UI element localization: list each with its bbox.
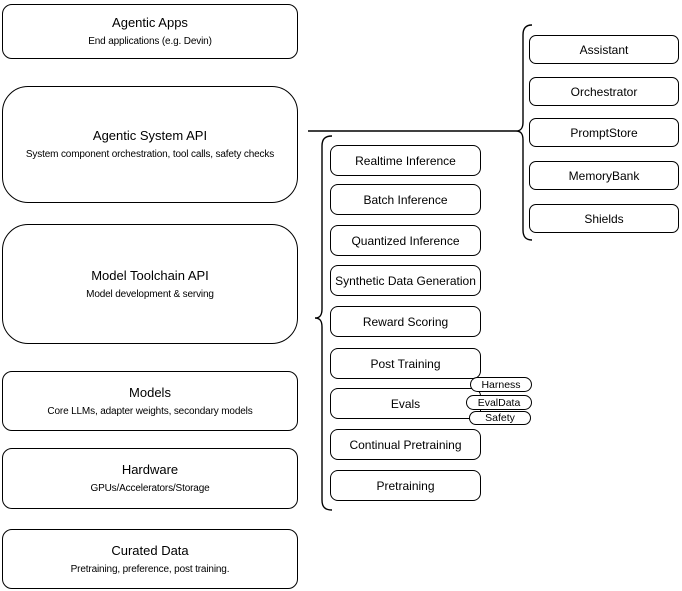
system-components-bracket: [515, 24, 533, 241]
box-assistant: Assistant: [529, 35, 679, 64]
pill-safety: Safety: [469, 411, 531, 425]
box-models-title: Models: [129, 384, 171, 400]
box-batch-inference: Batch Inference: [330, 184, 481, 215]
box-agentic-apps: Agentic Apps End applications (e.g. Devi…: [2, 4, 298, 59]
box-shields: Shields: [529, 204, 679, 233]
box-evals: Evals: [330, 388, 481, 419]
box-continual-pretraining: Continual Pretraining: [330, 429, 481, 460]
box-quantized-inference: Quantized Inference: [330, 225, 481, 256]
box-synthetic-data-generation: Synthetic Data Generation: [330, 265, 481, 296]
box-curated-data: Curated Data Pretraining, preference, po…: [2, 529, 298, 589]
box-curated-data-subtitle: Pretraining, preference, post training.: [70, 563, 230, 575]
box-model-toolchain-api: Model Toolchain API Model development & …: [2, 224, 298, 344]
box-reward-scoring: Reward Scoring: [330, 306, 481, 337]
box-post-training: Post Training: [330, 348, 481, 379]
box-promptstore: PromptStore: [529, 118, 679, 147]
box-hardware-title: Hardware: [121, 462, 179, 477]
box-model-toolchain-api-subtitle: Model development & serving: [86, 288, 214, 300]
box-model-toolchain-api-title: Model Toolchain API: [91, 267, 209, 283]
box-orchestrator: Orchestrator: [529, 77, 679, 106]
box-agentic-apps-title: Agentic Apps: [112, 15, 188, 30]
box-memorybank: MemoryBank: [529, 161, 679, 190]
box-curated-data-title: Curated Data: [111, 542, 189, 558]
box-models-subtitle: Core LLMs, adapter weights, secondary mo…: [47, 405, 253, 417]
box-agentic-apps-subtitle: End applications (e.g. Devin): [88, 36, 212, 47]
box-pretraining: Pretraining: [330, 470, 481, 501]
box-agentic-system-api-title: Agentic System API: [92, 128, 208, 143]
pill-evaldata: EvalData: [466, 395, 532, 410]
box-hardware-subtitle: GPUs/Accelerators/Storage: [90, 483, 210, 494]
pill-harness: Harness: [470, 377, 532, 392]
box-agentic-system-api-subtitle: System component orchestration, tool cal…: [25, 149, 275, 160]
toolchain-bracket: [314, 135, 333, 511]
box-hardware: Hardware GPUs/Accelerators/Storage: [2, 448, 298, 509]
box-realtime-inference: Realtime Inference: [330, 145, 481, 176]
box-models: Models Core LLMs, adapter weights, secon…: [2, 371, 298, 431]
box-agentic-system-api: Agentic System API System component orch…: [2, 86, 298, 203]
